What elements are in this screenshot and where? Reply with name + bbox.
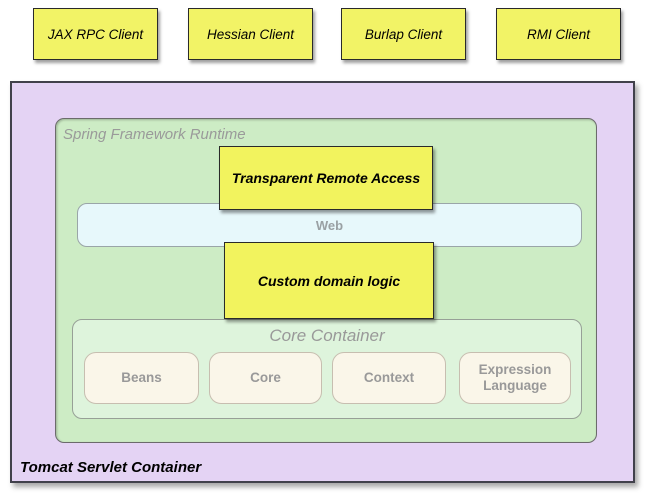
- client-label-hessian: Hessian Client: [206, 26, 295, 42]
- custom-domain-logic-label: Custom domain logic: [257, 272, 401, 289]
- transparent-remote-access-box: Transparent Remote Access: [219, 146, 433, 210]
- client-label-rmi: RMI Client: [526, 26, 590, 42]
- client-label-jax-rpc: JAX RPC Client: [47, 26, 144, 42]
- tomcat-servlet-container-label: Tomcat Servlet Container: [20, 459, 202, 476]
- client-box-burlap: Burlap Client: [341, 8, 466, 60]
- web-layer-label: Web: [315, 217, 344, 233]
- client-box-rmi: RMI Client: [496, 8, 621, 60]
- module-box-context: Context: [332, 352, 446, 404]
- spring-framework-runtime-box: Spring Framework Runtime Web Transparent…: [55, 118, 597, 443]
- custom-domain-logic-box: Custom domain logic: [224, 242, 434, 319]
- core-container-label: Core Container: [269, 326, 385, 345]
- module-label-context: Context: [363, 370, 415, 386]
- module-box-beans: Beans: [84, 352, 199, 404]
- client-box-hessian: Hessian Client: [188, 8, 313, 60]
- client-label-burlap: Burlap Client: [364, 26, 443, 42]
- spring-framework-runtime-label: Spring Framework Runtime: [63, 126, 246, 143]
- transparent-remote-access-label: Transparent Remote Access: [231, 170, 421, 186]
- module-box-core: Core: [209, 352, 322, 404]
- module-label-beans: Beans: [121, 370, 162, 386]
- client-box-jax-rpc: JAX RPC Client: [33, 8, 158, 60]
- tomcat-servlet-container-box: Spring Framework Runtime Web Transparent…: [10, 81, 635, 483]
- module-label-core: Core: [250, 370, 281, 386]
- core-container-box: Core Container Beans Core Context Expres…: [72, 319, 582, 419]
- module-label-expression-language: Expression Language: [478, 362, 552, 393]
- module-box-expression-language: Expression Language: [459, 352, 571, 404]
